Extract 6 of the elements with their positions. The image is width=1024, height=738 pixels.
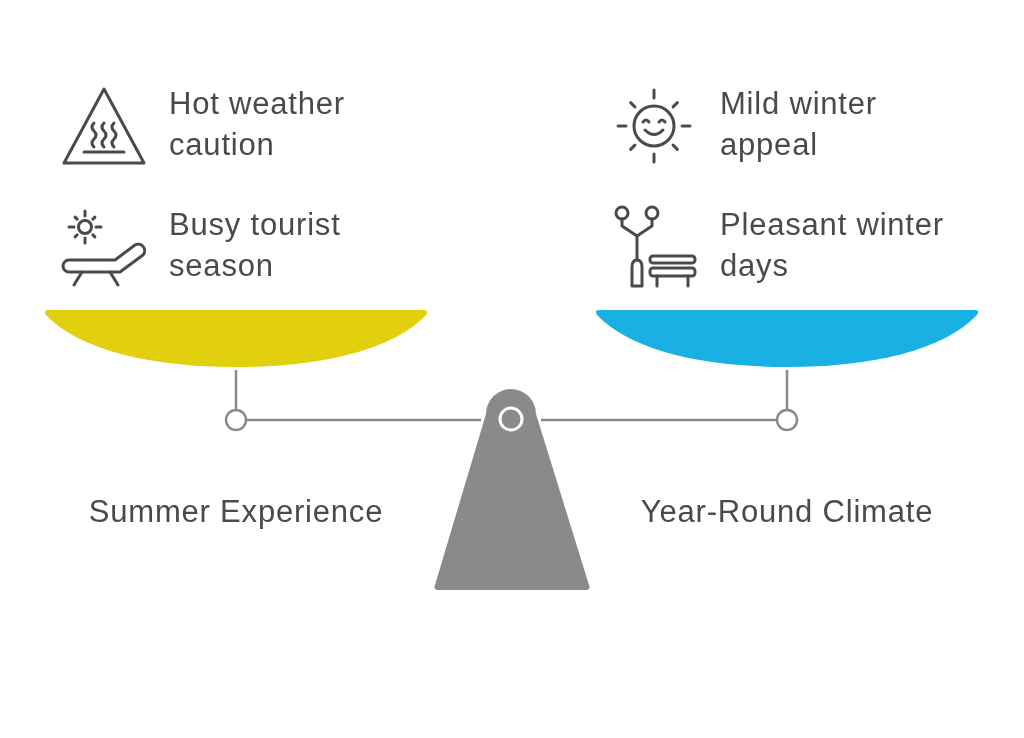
side-label: Summer Experience	[88, 493, 384, 531]
factor-text: Mild winter appeal	[720, 85, 878, 164]
factor-text: Busy tourist season	[169, 206, 342, 285]
factor-text: Hot weather caution	[169, 85, 346, 164]
side-label: Year-Round Climate	[640, 493, 934, 531]
factor-text: Pleasant winter days	[720, 206, 945, 285]
